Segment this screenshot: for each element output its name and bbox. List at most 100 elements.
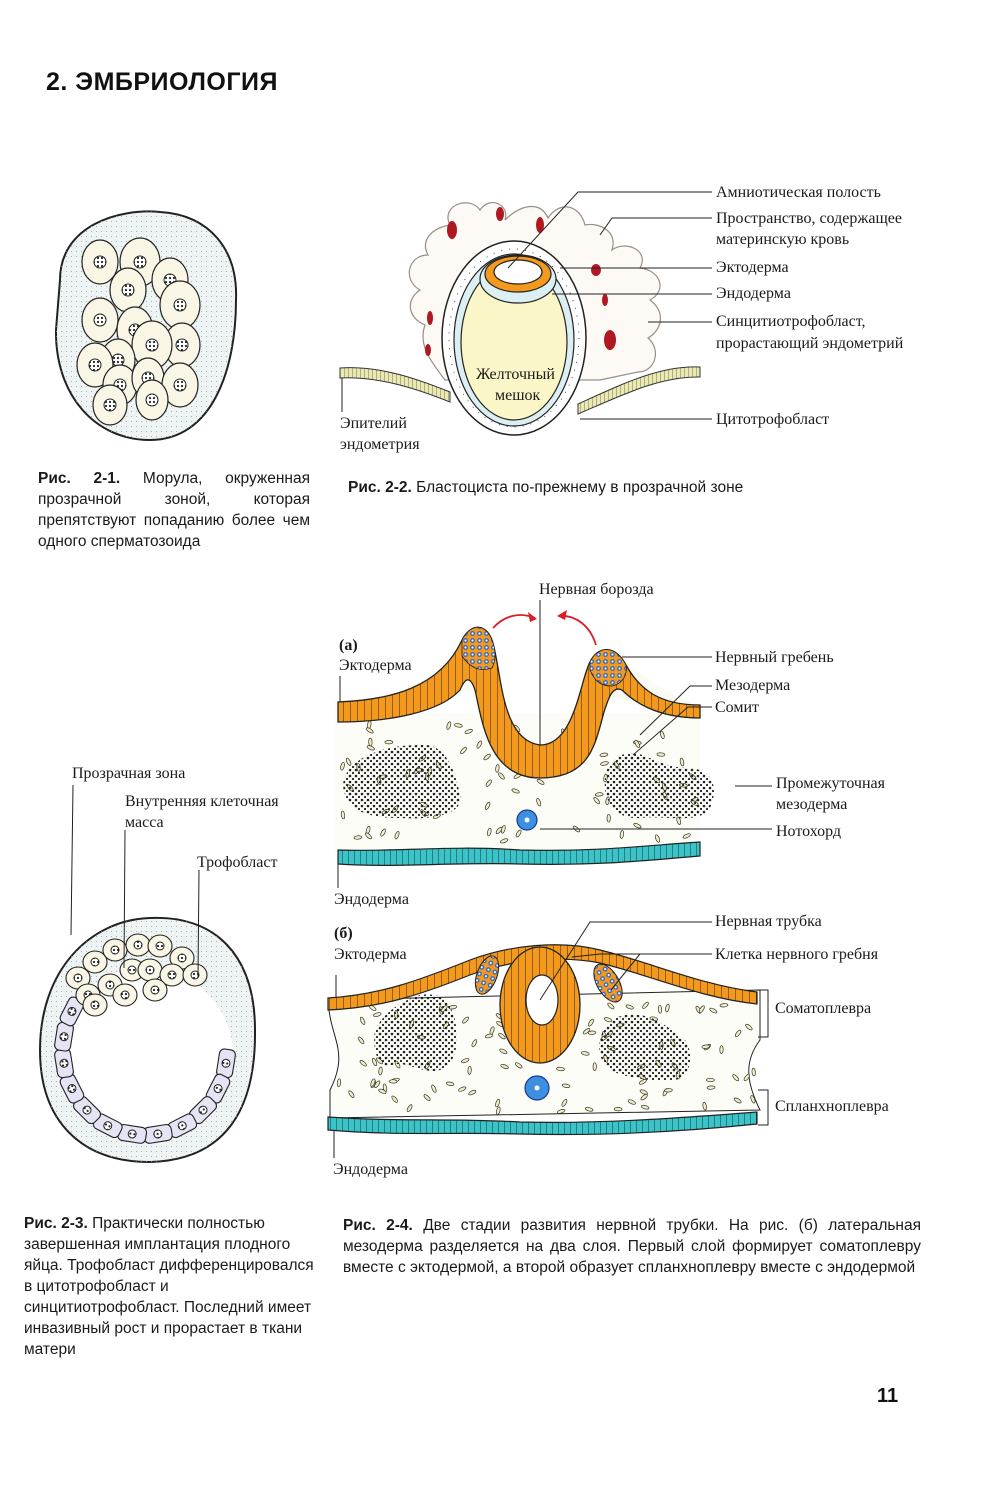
mesenchyme-cell [698, 1005, 705, 1014]
mesenchyme-cell [638, 1079, 647, 1085]
mesenchyme-cell [600, 761, 609, 766]
mesenchyme-cell [594, 792, 604, 797]
mesenchyme-cell [619, 830, 625, 839]
mesenchyme-cell [702, 1101, 707, 1111]
fig-2-1-caption: Рис. 2-1. Морула, окруженная прозрачной … [38, 468, 310, 552]
nucleus [120, 990, 130, 1000]
fig-2-1-label: Рис. 2-1. [38, 470, 121, 487]
mesenchyme-cell [358, 1036, 365, 1045]
nucleus [190, 970, 200, 980]
mesenchyme-cell [587, 1030, 597, 1035]
endometrial-epithelium-right [577, 366, 701, 415]
label-somite: Сомит [715, 699, 760, 716]
mesenchyme-cell [719, 1003, 729, 1008]
mesenchyme-cell [514, 1062, 523, 1069]
mesenchyme-cell [750, 1095, 756, 1104]
mesenchyme-cell [366, 745, 375, 751]
nucleus [121, 283, 135, 297]
mesenchyme-cell [483, 753, 491, 761]
mesenchyme-cell [406, 1104, 413, 1113]
endoderm-b [327, 1111, 758, 1136]
mesenchyme-cell [734, 1029, 742, 1038]
trophoblast-cells [54, 996, 236, 1144]
mesenchyme-cell [665, 1003, 670, 1013]
fig-2-4-text: Две стадии развития нервной трубки. На р… [343, 1217, 922, 1276]
mesenchyme-cell [607, 1002, 615, 1010]
mesenchyme-cell [487, 827, 492, 837]
label-icm-2: масса [125, 814, 164, 831]
label-endoderm-b: Эндодерма [333, 1161, 408, 1178]
nucleus [82, 1105, 92, 1115]
mesenchyme-cell [476, 740, 483, 749]
mesenchyme-cell [499, 838, 509, 844]
nucleus [67, 1084, 77, 1094]
mesenchyme-cell [353, 835, 363, 840]
label-amniotic-cavity: Амниотическая полость [716, 184, 881, 201]
mesenchyme-cell [378, 1088, 387, 1094]
nucleus [173, 378, 187, 392]
neural-crest-right [589, 649, 627, 687]
mesenchyme-cell [733, 1097, 742, 1104]
mesenchyme-cell [391, 1095, 398, 1103]
endometrial-epithelium-left [339, 367, 451, 403]
amniotic-cavity [493, 259, 543, 285]
neural-canal [525, 974, 559, 1026]
fig-2-4-caption: Рис. 2-4. Две стадии развития нервной тр… [343, 1215, 921, 1278]
neural-crest-left [461, 626, 496, 670]
mesenchyme-cell [340, 762, 345, 771]
mesenchyme-cell [536, 798, 542, 807]
nucleus [145, 965, 155, 975]
figure-2-4b-neural-tube [327, 921, 769, 1158]
nucleus [90, 957, 100, 967]
figure-2-2-blastocyst [339, 191, 712, 436]
nucleus [175, 338, 189, 352]
mesenchyme-cell [633, 823, 642, 829]
mesenchyme-cell [495, 1098, 501, 1108]
mesenchyme-cell [368, 737, 373, 747]
mesenchyme-cell [461, 1058, 470, 1064]
nucleus [111, 353, 125, 367]
mesenchyme-cell [345, 757, 352, 766]
somite-right [604, 752, 714, 819]
mesenchyme-cell [588, 1018, 594, 1027]
endoderm-a [337, 841, 701, 866]
mesenchyme-cell [679, 757, 685, 767]
nucleus [67, 1006, 77, 1016]
mesenchyme-cell [561, 1083, 571, 1088]
nucleus [105, 980, 115, 990]
mesenchyme-cell [625, 1004, 634, 1010]
mesenchyme-cell [446, 721, 452, 730]
mesenchyme-cell [561, 1098, 568, 1107]
panel-b-tag: (б) [334, 925, 353, 942]
fig-2-3-caption: Рис. 2-3. Практически полностью завершен… [24, 1213, 319, 1360]
mesenchyme-cell [627, 1099, 636, 1105]
label-syncytio-2: прорастающий эндометрий [716, 335, 904, 352]
mesenchyme-cell [556, 1109, 566, 1114]
mesenchyme-cell [599, 752, 609, 757]
mesenchyme-cell [495, 764, 500, 773]
mesenchyme-cell [640, 1093, 648, 1101]
mesenchyme-cell [743, 1073, 750, 1082]
mesenchyme-cell [584, 1106, 594, 1112]
fig-2-2-leader-lines [341, 191, 712, 420]
mesenchyme-cell [471, 1039, 478, 1048]
mesenchyme-cell [592, 1062, 597, 1072]
mesenchyme-cell [511, 788, 520, 794]
mesenchyme-cell [445, 1081, 455, 1086]
nucleus [73, 973, 83, 983]
label-yolk-1: Желточный [476, 366, 555, 383]
mesenchyme-cell [495, 826, 503, 835]
label-icm-1: Внутренняя клеточная [125, 793, 279, 810]
mesenchyme-cell [536, 778, 545, 785]
nucleus [167, 970, 177, 980]
mesenchyme-cell [682, 833, 691, 839]
mesenchyme-cell [709, 1007, 718, 1014]
mesenchyme-cell [370, 1078, 376, 1087]
mesenchyme-cell [468, 1089, 477, 1096]
mesenchyme-cell [732, 1074, 740, 1082]
mesenchyme-cell [384, 740, 394, 745]
label-neural-tube: Нервная трубка [715, 913, 822, 930]
nucleus [59, 1058, 69, 1068]
nucleus [145, 338, 159, 352]
nucleus [150, 985, 160, 995]
